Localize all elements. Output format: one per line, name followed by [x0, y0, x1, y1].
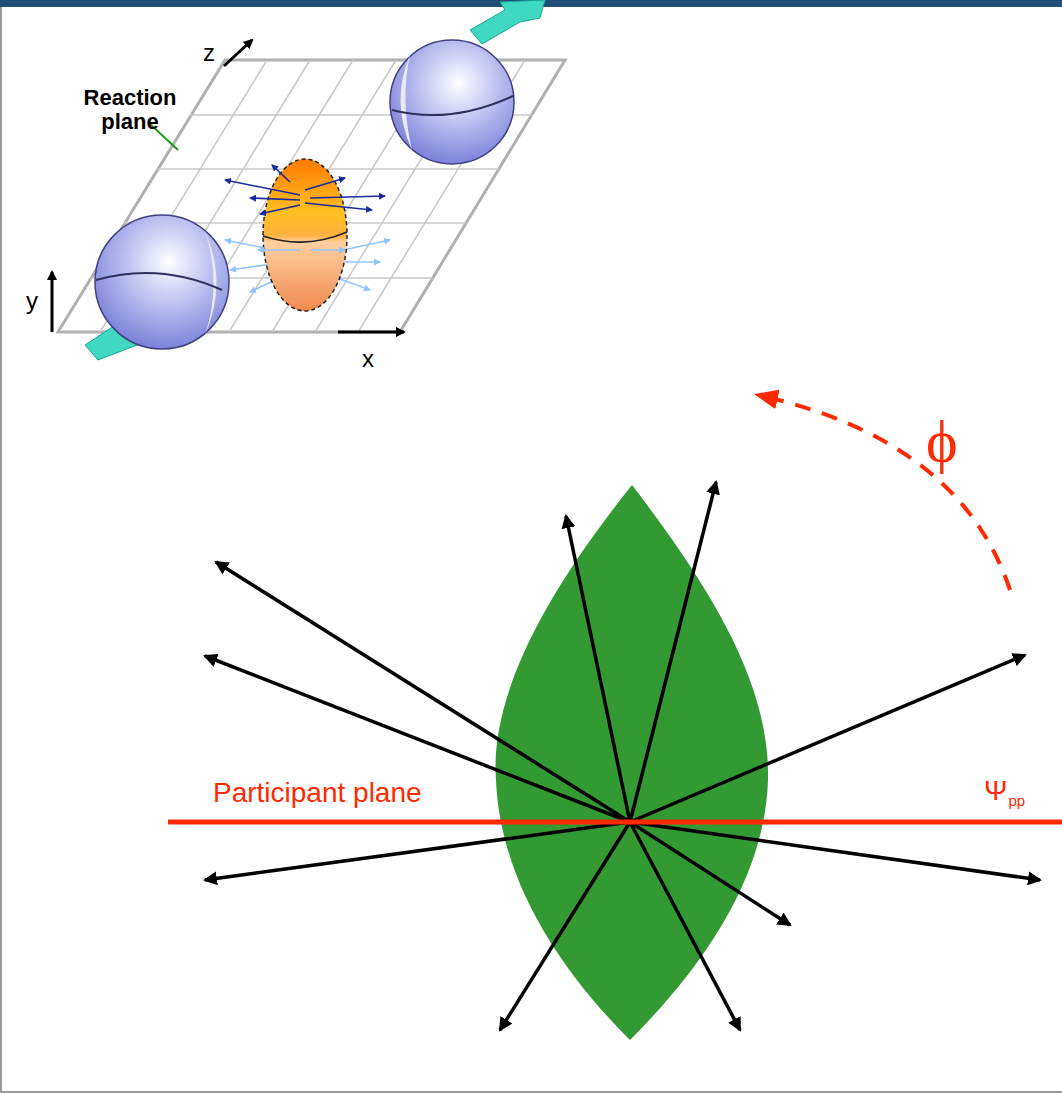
axis-label: z	[203, 40, 215, 66]
plane-label: Reaction plane	[70, 86, 190, 134]
axis-label: y	[26, 288, 38, 314]
angle-symbol: Ψ	[984, 776, 1007, 807]
axis-label: x	[362, 346, 374, 372]
angle-symbol: ϕ	[926, 408, 958, 474]
plane-label: Participant plane	[213, 778, 422, 809]
subscript-label: pp	[1008, 793, 1025, 810]
